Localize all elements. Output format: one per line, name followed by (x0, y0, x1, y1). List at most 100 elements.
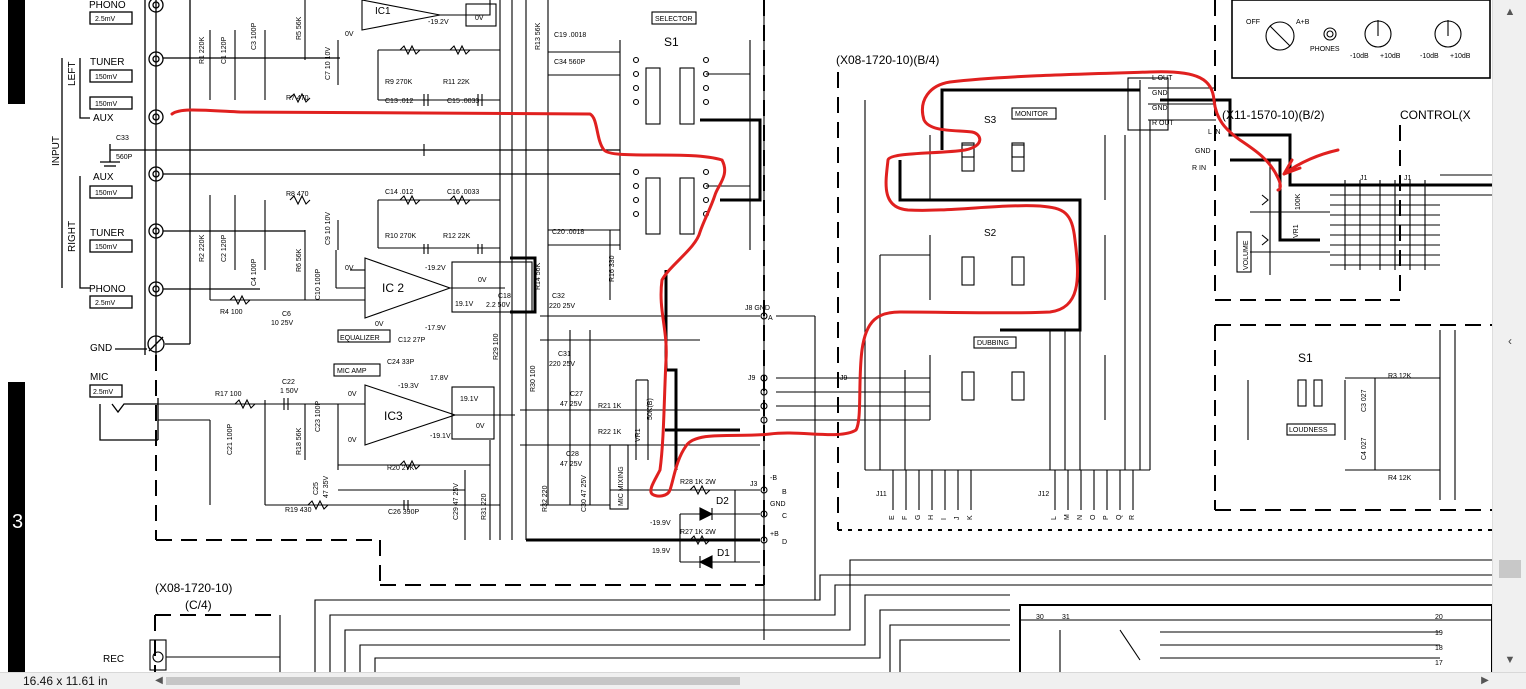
board-b4-label: (X08-1720-10)(B/4) (836, 53, 939, 67)
vertical-scroll-thumb[interactable] (1499, 560, 1521, 578)
volume-label: VOLUME (1243, 240, 1250, 270)
c23-label: C23 100P (315, 401, 322, 432)
c20-label: C20 .0018 (552, 229, 584, 236)
status-bar: 16.46 x 11.61 in ◀ ▶ (0, 672, 1526, 689)
c26-label: C26 390P (388, 509, 419, 516)
ic3-label: IC3 (384, 409, 403, 423)
margin-black-band-bottom (8, 382, 25, 672)
r31-label: R31 220 (481, 493, 488, 520)
r6-label: R6 56K (296, 248, 303, 272)
c15-label: C15 .0033 (447, 98, 479, 105)
gnd-in-label: GND (1195, 148, 1211, 155)
eq-v0-2: 0V (375, 321, 384, 328)
j1-right-label: J1 (1404, 175, 1412, 182)
plus10db-label-2: +10dB (1450, 53, 1471, 60)
equalizer-label: EQUALIZER (340, 335, 380, 342)
annotation-arrow (1282, 148, 1340, 176)
page-number-lower: 3 (12, 511, 24, 533)
tuner-left-label: TUNER (90, 57, 124, 68)
horizontal-scrollbar[interactable]: ◀ ▶ (152, 674, 1492, 688)
ic3-vneg: -19.3V (398, 383, 419, 390)
horizontal-scroll-thumb[interactable] (166, 677, 740, 685)
r22-label: R22 1K (598, 429, 622, 436)
ic3-vneg2: -19.1V (430, 433, 451, 440)
c10-label: C10 100P (315, 269, 322, 300)
pin-18-label: 18 (1435, 645, 1443, 652)
r32-label: R32 220 (542, 485, 549, 512)
tuner-right-label: TUNER (90, 228, 124, 239)
pin-o: O (1090, 514, 1097, 520)
l-in-label: L IN (1208, 129, 1221, 136)
r17-label: R17 100 (215, 391, 242, 398)
scroll-down-icon[interactable]: ▼ (1504, 654, 1516, 666)
pin-d: D (782, 539, 787, 546)
scroll-left-icon[interactable]: ◀ (155, 675, 163, 686)
phono-right-level: 2.5mV (95, 300, 116, 307)
pin-n: N (1077, 515, 1084, 520)
ic3-vpos: 19.1V (460, 396, 479, 403)
j8-gnd-label: J8 GND (745, 305, 770, 312)
tuner-left-level: 150mV (95, 74, 118, 81)
c4-label: C4 100P (251, 258, 258, 286)
c30-label: C30 47 25V (581, 475, 588, 512)
aux-left-label: AUX (93, 113, 114, 124)
red-annotation (170, 70, 1340, 498)
input-section (61, 0, 620, 441)
s3-label: S3 (984, 115, 997, 126)
d2-label: D2 (716, 496, 729, 507)
c4b-label: C4 027 (1361, 437, 1368, 460)
mic-level: 2.5mV (93, 389, 114, 396)
r11-label: R11 22K (443, 79, 470, 86)
ic2-v0: 0V (478, 277, 487, 284)
v-19-9: 19.9V (652, 548, 671, 555)
monitor-label: MONITOR (1015, 111, 1048, 118)
ic1-v0: 0V (475, 15, 484, 22)
vr1-100k-label: 100K (1295, 193, 1302, 210)
selector-labels: SELECTOR S1 R13 56K C19 .0018 C34 560P C… (155, 16, 848, 612)
r8-label: R8 470 (286, 191, 309, 198)
input-label: INPUT (51, 136, 62, 166)
selector-circuit (499, 0, 816, 640)
r28-label: R28 1K 2W (680, 479, 716, 486)
r9-label: R9 270K (385, 79, 413, 86)
r30-label: R30 100 (530, 365, 537, 392)
pin-20-label: 20 (1435, 614, 1443, 621)
loudness-label: LOUDNESS (1289, 427, 1328, 434)
c33-label: C33 (116, 135, 129, 142)
gnd-out1-label: GND (1152, 90, 1168, 97)
ic3-v0: 0V (476, 423, 485, 430)
c2-label: C2 120P (221, 234, 228, 262)
b-plus-label: +B (770, 531, 779, 538)
c18-value: 2.2 50V (486, 302, 510, 309)
scroll-up-icon[interactable]: ▲ (1504, 6, 1516, 18)
r20-label: R20 27K (387, 465, 415, 472)
c7-label: C7 10 10V (325, 47, 332, 80)
scroll-right-icon[interactable]: ▶ (1481, 675, 1489, 686)
vertical-scrollbar[interactable]: ▲ ‹ ▼ (1492, 0, 1526, 672)
ic3-in2-v0: 0V (348, 437, 357, 444)
pin-30-label: 30 (1036, 614, 1044, 621)
c21-label: C21 100P (227, 424, 234, 455)
d1-label: D1 (717, 548, 730, 559)
c19-label: C19 .0018 (554, 32, 586, 39)
pin-q: Q (1116, 514, 1123, 520)
schematic-drawing: 2 3 (12, 0, 1492, 672)
r18-label: R18 56K (296, 427, 303, 455)
pin-l: L (1051, 516, 1058, 520)
ic2-vpos: 19.1V (455, 301, 474, 308)
c6-value: 10 25V (271, 320, 294, 327)
r-out-label: R OUT (1152, 120, 1175, 127)
board-boundaries (154, 0, 1492, 672)
c3b-label: C3 027 (1361, 389, 1368, 412)
r7-label: R7 470 (286, 95, 309, 102)
l-out-label: L OUT (1152, 75, 1173, 82)
c14-label: C14 .012 (385, 189, 414, 196)
vr1-right-label: VR1 (1293, 224, 1300, 238)
c16-label: C16 .0033 (447, 189, 479, 196)
j12-label: J12 (1038, 491, 1049, 498)
board-b2-label: (X11-1570-10)(B/2) (1222, 108, 1325, 122)
pin-g: G (915, 515, 922, 520)
c27-value: 47 25V (560, 401, 583, 408)
pin-17-label: 17 (1435, 660, 1443, 667)
